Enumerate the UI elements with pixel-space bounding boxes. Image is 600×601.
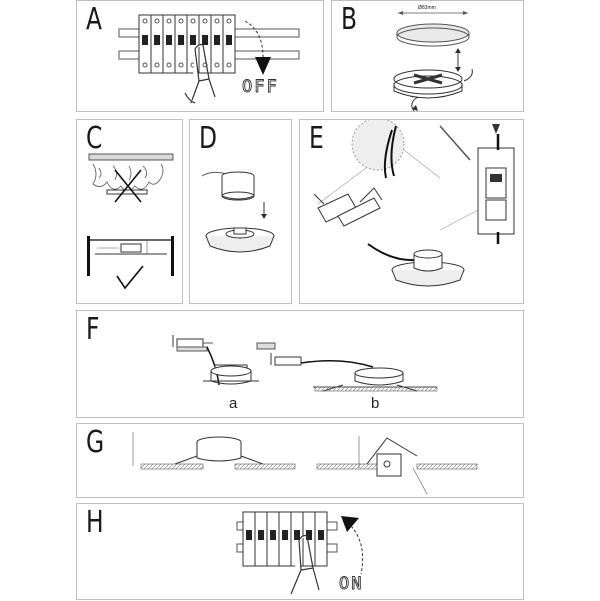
hand-icon — [184, 43, 216, 104]
panel-h-power-on: H ON — [76, 503, 524, 600]
hand-icon — [290, 534, 320, 595]
panel-b-cutout: B Ø83mm — [331, 0, 524, 112]
on-label: ON — [339, 574, 364, 595]
panel-e-letter: E — [309, 121, 324, 156]
breaker-switch-icon — [236, 511, 364, 595]
panel-f-letter: F — [86, 312, 100, 347]
diameter-label: Ø83mm — [418, 5, 436, 11]
off-label: OFF — [242, 77, 279, 98]
down-arrow-icon — [261, 202, 267, 219]
rotate-arrow-icon — [341, 516, 364, 575]
rotate-arrow-icon — [244, 20, 271, 75]
panel-h-letter: H — [86, 505, 104, 540]
check-icon — [116, 265, 144, 290]
panel-c-letter: C — [86, 121, 103, 156]
panel-a-power-off: A OFF — [76, 0, 324, 112]
cross-icon — [114, 169, 142, 203]
panel-f-install-options: F a b — [76, 310, 524, 418]
panel-d-lamp-insert: D — [189, 119, 292, 304]
panel-b-letter: B — [341, 2, 358, 37]
option-a-label: a — [229, 395, 238, 412]
option-b-label: b — [371, 395, 380, 412]
panel-c-insulation: C — [76, 119, 183, 304]
panel-g-letter: G — [86, 425, 105, 460]
panel-e-wiring: E — [299, 119, 524, 304]
breaker-switch-icon — [118, 14, 300, 104]
panel-a-letter: A — [86, 2, 103, 37]
cutout-diagram — [393, 11, 473, 112]
panel-g-mounted: G — [76, 423, 524, 498]
panel-d-letter: D — [199, 121, 218, 156]
